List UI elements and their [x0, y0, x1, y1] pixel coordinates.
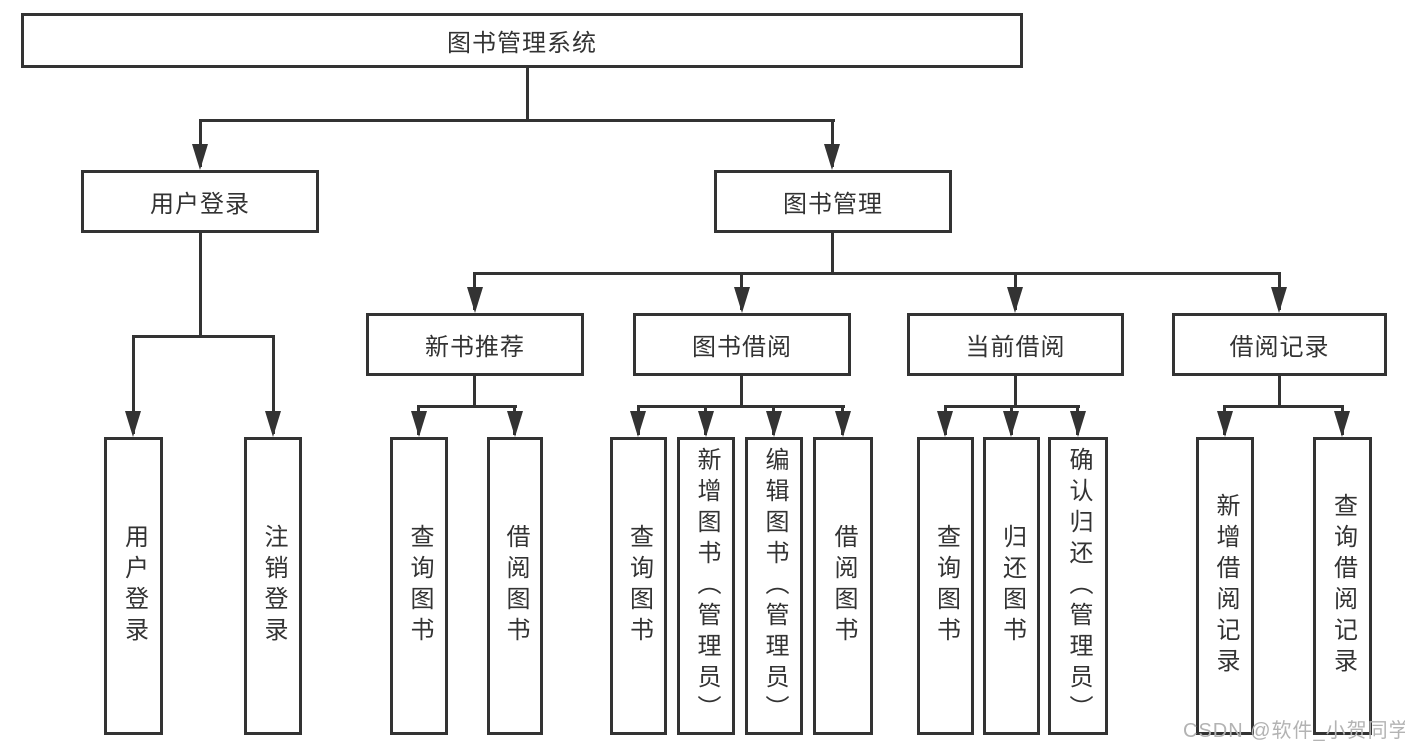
arrowhead-icon: [630, 411, 646, 437]
node-borrow-records: 借阅记录: [1172, 313, 1387, 376]
node-leaf-logout: 注销登录: [244, 437, 302, 735]
arrowhead-icon: [698, 411, 714, 437]
node-label: 查询借阅记录: [1329, 493, 1357, 679]
node-label: 确认归还（管理员）: [1065, 446, 1092, 726]
node-label: 用户登录: [150, 191, 250, 218]
node-new-book-recommend: 新书推荐: [366, 313, 584, 376]
node-current-borrow: 当前借阅: [907, 313, 1124, 376]
node-root: 图书管理系统: [21, 13, 1023, 68]
connector-line: [473, 272, 1281, 275]
arrowhead-icon: [1271, 287, 1287, 313]
node-label: 注销登录: [260, 524, 287, 648]
arrowhead-icon: [265, 411, 281, 437]
connector-line: [272, 335, 275, 434]
arrowhead-icon: [507, 411, 523, 437]
connector-line: [199, 119, 835, 122]
node-book-borrow: 图书借阅: [633, 313, 851, 376]
node-label: 用户登录: [120, 524, 148, 648]
node-leaf-query-borrow-record: 查询借阅记录: [1313, 437, 1372, 735]
node-label: 查询图书: [406, 524, 433, 648]
arrowhead-icon: [411, 411, 427, 437]
node-label: 借阅图书: [502, 524, 529, 648]
connector-line: [473, 376, 476, 405]
arrowhead-icon: [734, 287, 750, 313]
connector-line: [637, 405, 845, 408]
arrowhead-icon: [1007, 287, 1023, 313]
node-label: 新书推荐: [425, 334, 525, 361]
node-label: 图书借阅: [692, 334, 792, 361]
arrowhead-icon: [937, 411, 953, 437]
connector-line: [1223, 405, 1344, 408]
node-label: 借阅记录: [1229, 334, 1330, 361]
node-leaf-borrow-books-1: 借阅图书: [487, 437, 543, 735]
node-leaf-user-login: 用户登录: [104, 437, 163, 735]
arrowhead-icon: [467, 287, 483, 313]
node-leaf-borrow-books-2: 借阅图书: [813, 437, 873, 735]
connector-line: [199, 233, 202, 335]
node-leaf-confirm-return-admin: 确认归还（管理员）: [1048, 437, 1108, 735]
node-leaf-query-books-3: 查询图书: [917, 437, 974, 735]
node-label: 归还图书: [998, 524, 1026, 648]
arrowhead-icon: [192, 144, 208, 170]
node-leaf-query-books-1: 查询图书: [390, 437, 448, 735]
node-label: 新增借阅记录: [1212, 493, 1239, 679]
connector-line: [1278, 376, 1281, 405]
arrowhead-icon: [1070, 411, 1086, 437]
arrowhead-icon: [835, 411, 851, 437]
connector-line: [132, 335, 135, 434]
connector-line: [1014, 376, 1017, 405]
connector-line: [831, 119, 834, 167]
node-user-login: 用户登录: [81, 170, 319, 233]
node-label: 查询图书: [625, 524, 653, 648]
arrowhead-icon: [1217, 411, 1233, 437]
node-leaf-add-borrow-record: 新增借阅记录: [1196, 437, 1254, 735]
node-leaf-edit-books-admin: 编辑图书（管理员）: [745, 437, 803, 735]
connector-line: [831, 233, 834, 272]
connector-line: [199, 119, 202, 167]
connector-line: [417, 405, 517, 408]
connector-line: [740, 376, 743, 405]
connector-line: [132, 335, 275, 338]
arrowhead-icon: [1334, 411, 1350, 437]
node-label: 图书管理: [783, 191, 883, 218]
arrowhead-icon: [125, 411, 141, 437]
node-label: 查询图书: [932, 524, 960, 648]
node-book-management: 图书管理: [714, 170, 952, 233]
node-leaf-add-books-admin: 新增图书（管理员）: [677, 437, 735, 735]
arrowhead-icon: [1003, 411, 1019, 437]
node-label: 当前借阅: [965, 334, 1066, 361]
node-label: 借阅图书: [830, 524, 857, 648]
arrowhead-icon: [824, 144, 840, 170]
node-label: 图书管理系统: [447, 30, 597, 57]
arrowhead-icon: [766, 411, 782, 437]
node-leaf-query-books-2: 查询图书: [610, 437, 667, 735]
connector-line: [526, 68, 529, 119]
node-leaf-return-books: 归还图书: [983, 437, 1040, 735]
node-label: 编辑图书（管理员）: [761, 446, 788, 726]
csdn-watermark: CSDN @软件_小贺同学: [1183, 720, 1405, 742]
node-label: 新增图书（管理员）: [693, 446, 720, 726]
